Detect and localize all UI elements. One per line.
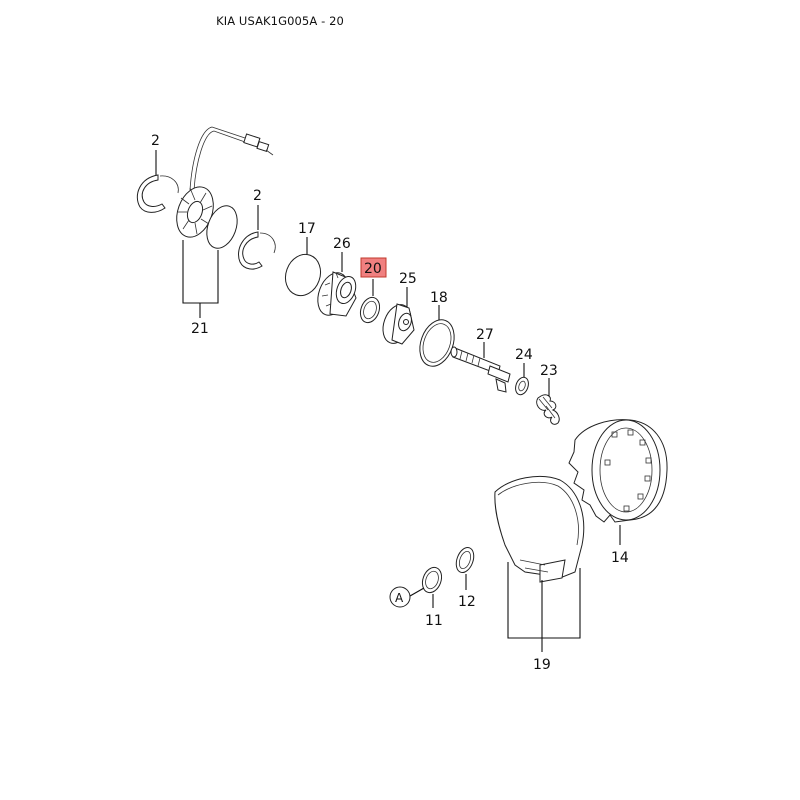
gear-hub-26[interactable] bbox=[312, 269, 359, 320]
snap-ring-2-left[interactable] bbox=[136, 174, 179, 213]
callout-26[interactable]: 26 bbox=[333, 236, 351, 252]
spring-23[interactable] bbox=[536, 394, 560, 425]
callout-20[interactable]: 20 bbox=[364, 261, 382, 277]
callout-24[interactable]: 24 bbox=[515, 347, 533, 363]
ring-11[interactable] bbox=[419, 565, 445, 596]
seal-ring-18[interactable] bbox=[414, 315, 460, 371]
ring-20[interactable] bbox=[357, 295, 383, 326]
callout-25[interactable]: 25 bbox=[399, 271, 417, 287]
callout-2-left[interactable]: 2 bbox=[151, 133, 160, 149]
brake-drum-14[interactable] bbox=[568, 419, 668, 523]
callout-2-right[interactable]: 2 bbox=[253, 188, 262, 204]
piston-25[interactable] bbox=[378, 301, 416, 347]
callout-17[interactable]: 17 bbox=[298, 221, 316, 237]
brake-band-19[interactable] bbox=[494, 475, 585, 583]
piston-rod-27[interactable] bbox=[450, 346, 511, 393]
ring-12[interactable] bbox=[453, 545, 477, 575]
snap-ring-2-right[interactable] bbox=[238, 231, 276, 270]
diagram-title: KIA USAK1G005A - 20 bbox=[216, 14, 344, 28]
reference-circle-a bbox=[389, 586, 411, 608]
callout-12[interactable]: 12 bbox=[458, 594, 476, 610]
callout-23[interactable]: 23 bbox=[540, 363, 558, 379]
washer-24[interactable] bbox=[513, 375, 530, 396]
callout-19[interactable]: 19 bbox=[533, 657, 551, 673]
callout-18[interactable]: 18 bbox=[430, 290, 448, 306]
o-ring-17[interactable] bbox=[280, 249, 326, 300]
callout-11[interactable]: 11 bbox=[425, 613, 443, 629]
callout-21[interactable]: 21 bbox=[191, 321, 209, 337]
callout-14[interactable]: 14 bbox=[611, 550, 629, 566]
callout-27[interactable]: 27 bbox=[476, 327, 494, 343]
speed-sensor-assembly-21[interactable] bbox=[170, 126, 274, 252]
callout-a: A bbox=[395, 591, 404, 605]
callout-20-highlight bbox=[360, 257, 387, 278]
